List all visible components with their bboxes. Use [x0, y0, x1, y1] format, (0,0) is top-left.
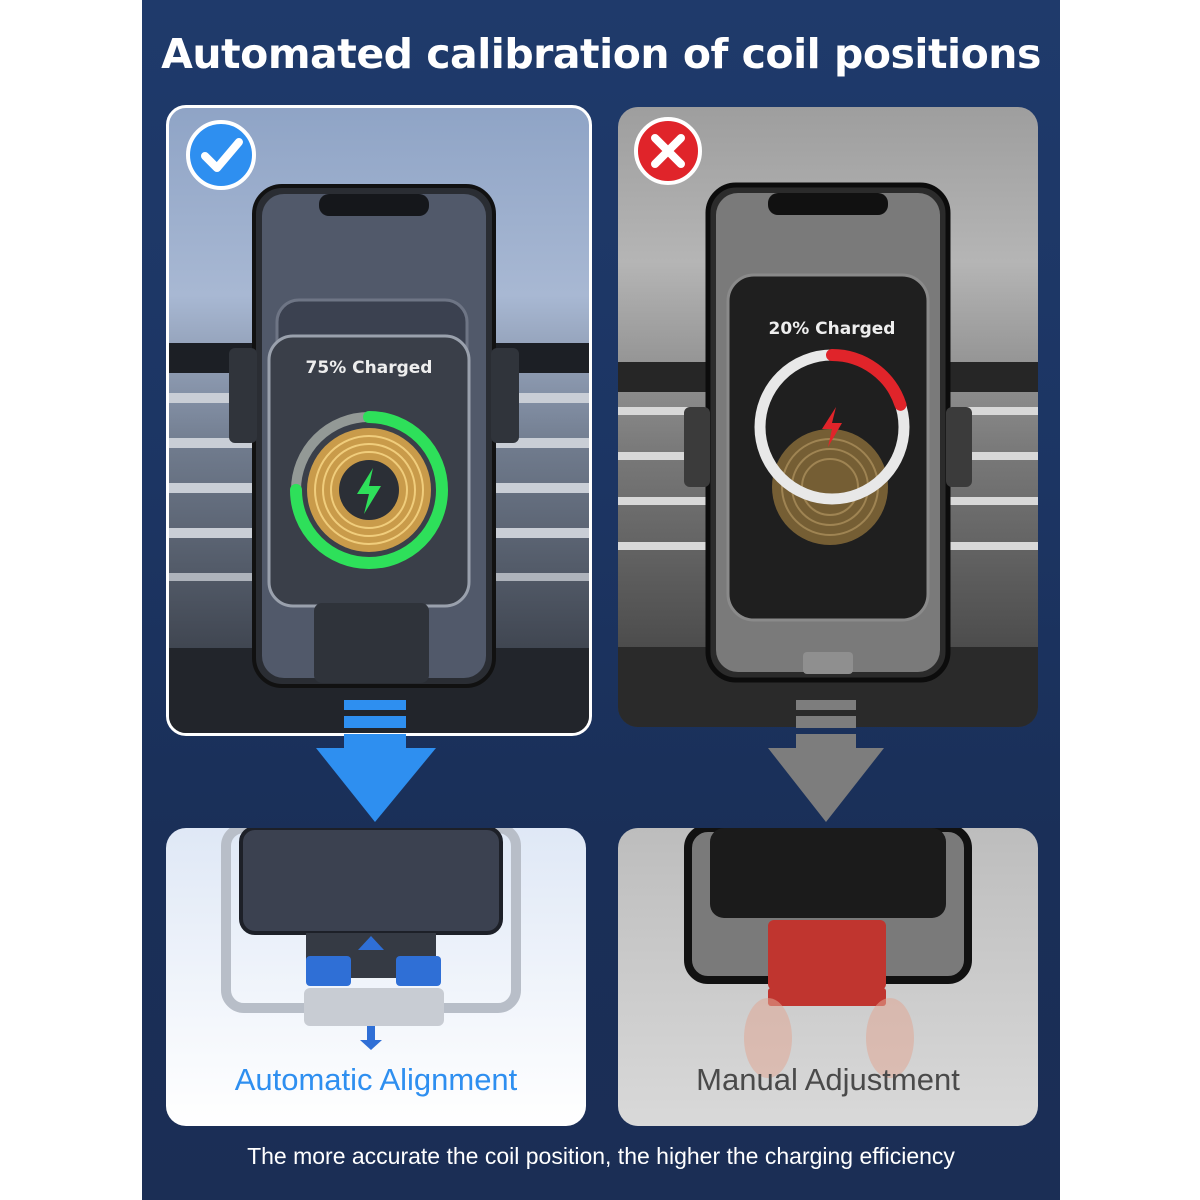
caption-automatic-alignment: Automatic Alignment [234, 1062, 518, 1097]
charge-progress-ring [290, 411, 448, 569]
charge-label: 75% Charged [306, 358, 433, 378]
bolt-icon [822, 407, 842, 447]
check-icon [186, 120, 256, 190]
manual-panel: 20% Charged [618, 107, 1038, 727]
manual-adjustment-detail [684, 828, 972, 1078]
charge-label: 20% Charged [769, 319, 896, 339]
infographic-canvas: Automated calibration of coil positions [142, 0, 1060, 1200]
bolt-icon [357, 468, 381, 514]
manual-adjustment-panel: Manual Adjustment [618, 828, 1038, 1126]
caption-manual-adjustment: Manual Adjustment [696, 1062, 960, 1097]
footer-tagline: The more accurate the coil position, the… [247, 1143, 955, 1169]
coil [307, 428, 431, 552]
automatic-alignment-panel: Automatic Alignment [166, 828, 586, 1126]
auto-calibration-panel: 75% Charged [166, 105, 592, 736]
close-icon [634, 117, 702, 185]
auto-holder-illustration: 75% Charged [169, 120, 589, 733]
arrow-down-gray-icon [768, 700, 884, 822]
manual-holder-illustration: 20% Charged [618, 117, 1038, 727]
page-title: Automated calibration of coil positions [161, 30, 1041, 78]
charge-progress-ring [754, 349, 910, 505]
arrow-down-blue-icon [316, 700, 436, 822]
auto-alignment-detail [221, 828, 521, 1050]
